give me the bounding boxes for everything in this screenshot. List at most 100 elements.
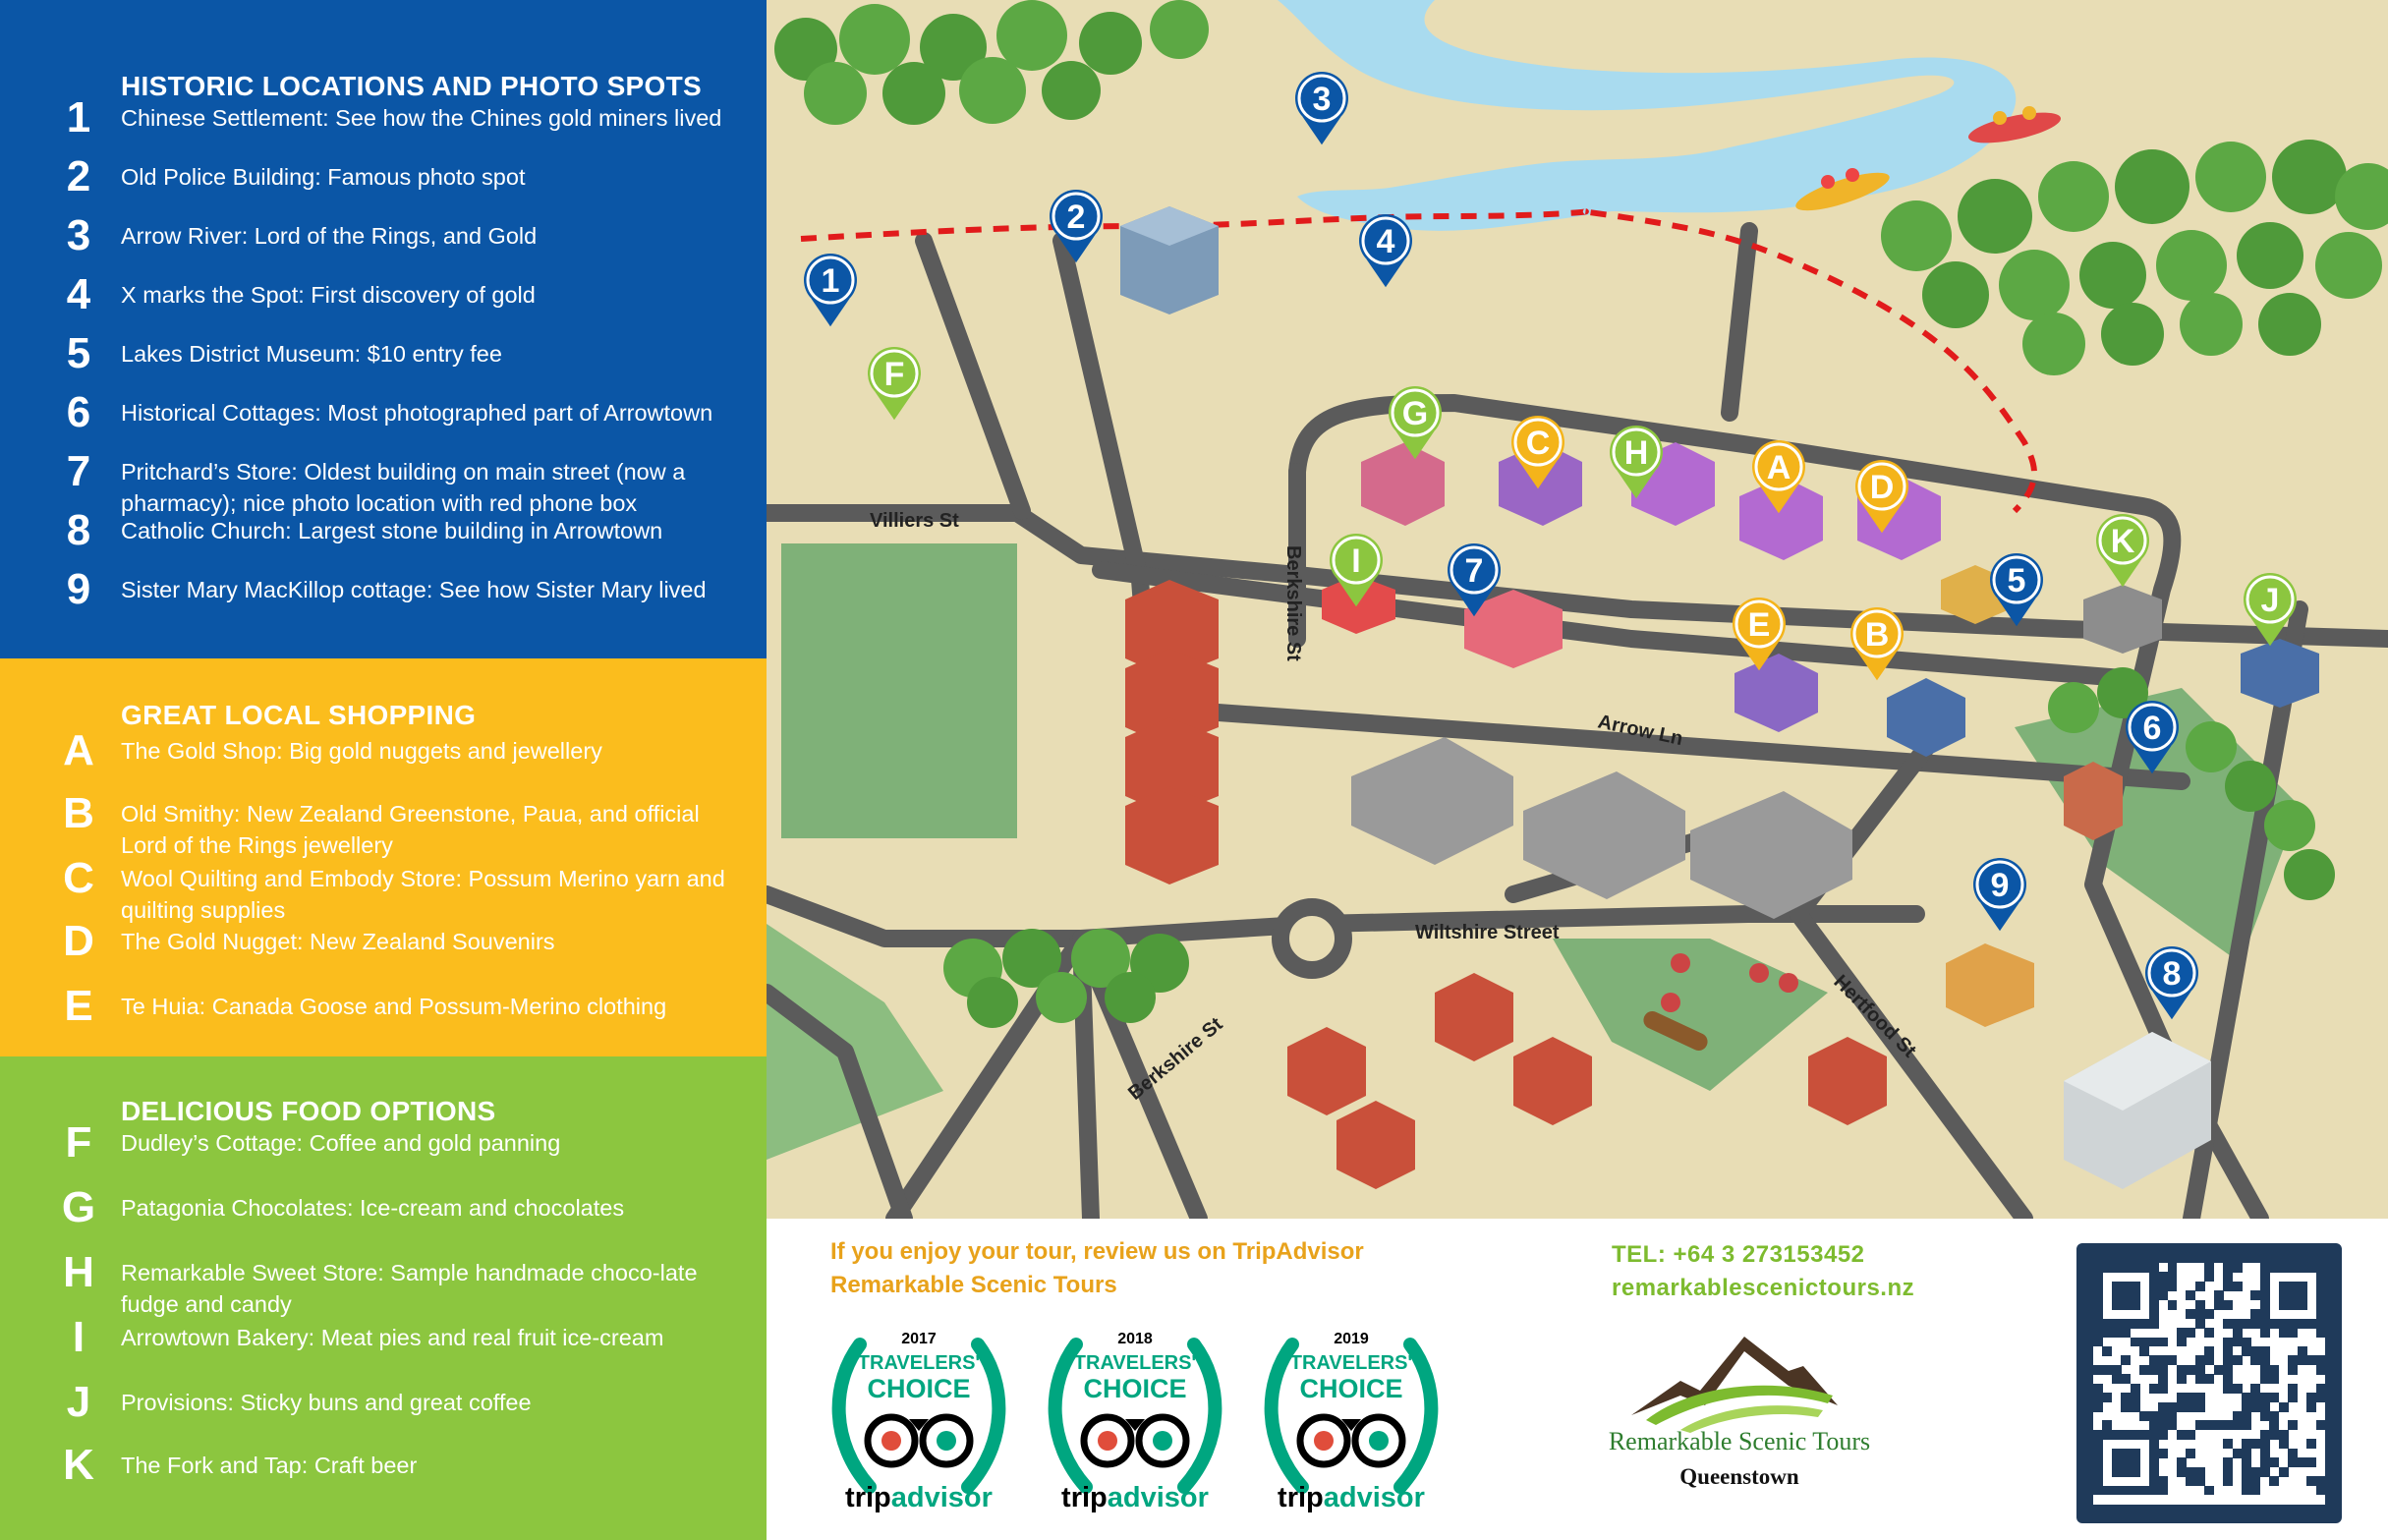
award-year: 2018 <box>1117 1331 1153 1347</box>
historic-item-text: Lakes District Museum: $10 entry fee <box>121 341 502 367</box>
historic-item-number: 7 <box>66 447 91 495</box>
map-marker-i[interactable]: I <box>1330 534 1383 607</box>
award-line-1: TRAVELERS' <box>1073 1352 1197 1374</box>
map-marker-8[interactable]: 8 <box>2145 946 2198 1020</box>
award-year: 2017 <box>901 1331 937 1347</box>
promo-line-1: If you enjoy your tour, review us on Tri… <box>830 1238 1364 1265</box>
arrow-river <box>1278 0 2017 231</box>
map-marker-e[interactable]: E <box>1733 598 1786 671</box>
shopping-item-text: Old Smithy: New Zealand Greenstone, Paua… <box>121 801 700 858</box>
company-name: Remarkable Scenic Tours <box>1608 1427 1871 1455</box>
map-marker-k[interactable]: K <box>2096 514 2149 588</box>
historic-item-number: 2 <box>66 152 91 200</box>
trees-cottages <box>2048 667 2335 900</box>
historic-item-text: Arrow River: Lord of the Rings, and Gold <box>121 223 538 249</box>
gold-trail-route <box>800 208 2037 514</box>
street-berkshire-north: Berkshire St <box>1282 545 1304 661</box>
historic-item-number: 9 <box>66 565 91 613</box>
map-marker-5[interactable]: 5 <box>1990 553 2043 627</box>
shopping-item-number: B <box>63 789 94 837</box>
map-marker-label: 5 <box>2008 562 2026 599</box>
food-item-text: Provisions: Sticky buns and great coffee <box>121 1390 532 1415</box>
map-marker-label: 1 <box>822 262 840 300</box>
food-item-text: Arrowtown Bakery: Meat pies and real fru… <box>121 1325 664 1350</box>
map-marker-label: J <box>2261 582 2280 619</box>
map-marker-label: 3 <box>1313 81 1332 118</box>
food-item-number: G <box>61 1183 96 1231</box>
map-marker-label: 8 <box>2163 955 2182 993</box>
historic-item-number: 1 <box>66 93 91 142</box>
historic-item-number: 8 <box>66 506 91 554</box>
map-marker-6[interactable]: 6 <box>2126 701 2179 774</box>
website-link[interactable]: remarkablescenictours.nz <box>1612 1275 1915 1301</box>
map-marker-label: I <box>1351 542 1360 580</box>
shopping-item-number: C <box>63 854 94 902</box>
houses-south <box>1287 762 2123 1189</box>
map-marker-label: C <box>1526 425 1551 462</box>
historic-item-text: Old Police Building: Famous photo spot <box>121 164 526 190</box>
shopping-item-number: A <box>63 726 94 774</box>
park-sw <box>767 924 943 1160</box>
map-marker-label: D <box>1870 469 1895 506</box>
map-marker-label: 6 <box>2143 710 2162 747</box>
food-item-text: Remarkable Sweet Store: Sample handmade … <box>121 1260 698 1317</box>
map-marker-3[interactable]: 3 <box>1295 72 1348 145</box>
map-marker-label: 7 <box>1465 552 1484 590</box>
map-marker-1[interactable]: 1 <box>804 254 857 327</box>
food-item-number: F <box>65 1118 92 1167</box>
map-marker-9[interactable]: 9 <box>1973 858 2026 932</box>
kayak-left <box>1795 168 1890 211</box>
map-marker-h[interactable]: H <box>1610 426 1663 499</box>
shops-north-row <box>1322 442 2319 757</box>
historic-item-number: 4 <box>66 270 91 318</box>
map-marker-a[interactable]: A <box>1752 440 1805 514</box>
historic-item-number: 3 <box>66 211 91 259</box>
historic-item-text: Catholic Church: Largest stone building … <box>121 518 663 543</box>
award-year: 2019 <box>1334 1331 1369 1347</box>
travelers-choice-award-2019: 2019 TRAVELERS' CHOICE tripadvisor <box>1253 1325 1450 1521</box>
food-item-number: J <box>66 1378 91 1426</box>
roundabout <box>1272 898 1352 979</box>
map-marker-b[interactable]: B <box>1850 607 1904 681</box>
laurel-icon <box>831 1338 1006 1494</box>
trees-north <box>774 0 1209 125</box>
food-item-text: Patagonia Chocolates: Ice-cream and choc… <box>121 1195 625 1221</box>
food-item-number: H <box>63 1248 94 1296</box>
trees-southwest <box>943 929 1189 1028</box>
historic-item-number: 5 <box>66 329 91 377</box>
historic-item-text: X marks the Spot: First discovery of gol… <box>121 282 536 308</box>
food-title: DELICIOUS FOOD OPTIONS <box>121 1096 496 1126</box>
map-marker-d[interactable]: D <box>1855 460 1908 534</box>
map-marker-j[interactable]: J <box>2244 573 2297 647</box>
historic-item-text: Sister Mary MacKillop cottage: See how S… <box>121 577 707 602</box>
map-marker-7[interactable]: 7 <box>1448 543 1501 617</box>
shopping-item-text: Wool Quilting and Embody Store: Possum M… <box>121 866 725 923</box>
footer: If you enjoy your tour, review us on Tri… <box>767 1219 2388 1540</box>
map-marker-g[interactable]: G <box>1389 386 1442 460</box>
map-marker-f[interactable]: F <box>868 347 921 421</box>
tripadvisor-wordmark: tripadvisor <box>845 1482 993 1513</box>
award-line-2: CHOICE <box>867 1374 971 1403</box>
qr-pattern <box>2093 1263 2326 1505</box>
map-markers: 1 2 3 4 5 6 7 8 9 A B C D E F G H I J K <box>804 72 2297 1020</box>
phone-number[interactable]: TEL: +64 3 273153452 <box>1612 1241 1865 1268</box>
shopping-item-text: Te Huia: Canada Goose and Possum-Merino … <box>121 994 667 1019</box>
qr-code[interactable] <box>2076 1243 2342 1523</box>
food-item-text: Dudley’s Cottage: Coffee and gold pannin… <box>121 1130 561 1156</box>
award-line-2: CHOICE <box>1299 1374 1403 1403</box>
food-item-number: I <box>72 1313 85 1361</box>
map-marker-c[interactable]: C <box>1511 416 1564 489</box>
map-marker-2[interactable]: 2 <box>1050 190 1103 263</box>
travelers-choice-award-2018: 2018 TRAVELERS' CHOICE tripadvisor <box>1037 1325 1233 1521</box>
map-marker-label: H <box>1624 434 1649 472</box>
historic-title: HISTORIC LOCATIONS AND PHOTO SPOTS <box>121 71 702 101</box>
catholic-church <box>2064 1032 2211 1189</box>
map-marker-label: E <box>1748 606 1771 644</box>
map-marker-label: B <box>1865 616 1890 654</box>
street-wiltshire: Wiltshire Street <box>1415 922 1560 943</box>
map-marker-4[interactable]: 4 <box>1359 214 1412 288</box>
food-item-number: K <box>63 1441 94 1489</box>
laurel-icon <box>1048 1338 1222 1494</box>
picnic-figures <box>1643 953 1798 1051</box>
tripadvisor-wordmark: tripadvisor <box>1278 1482 1425 1513</box>
